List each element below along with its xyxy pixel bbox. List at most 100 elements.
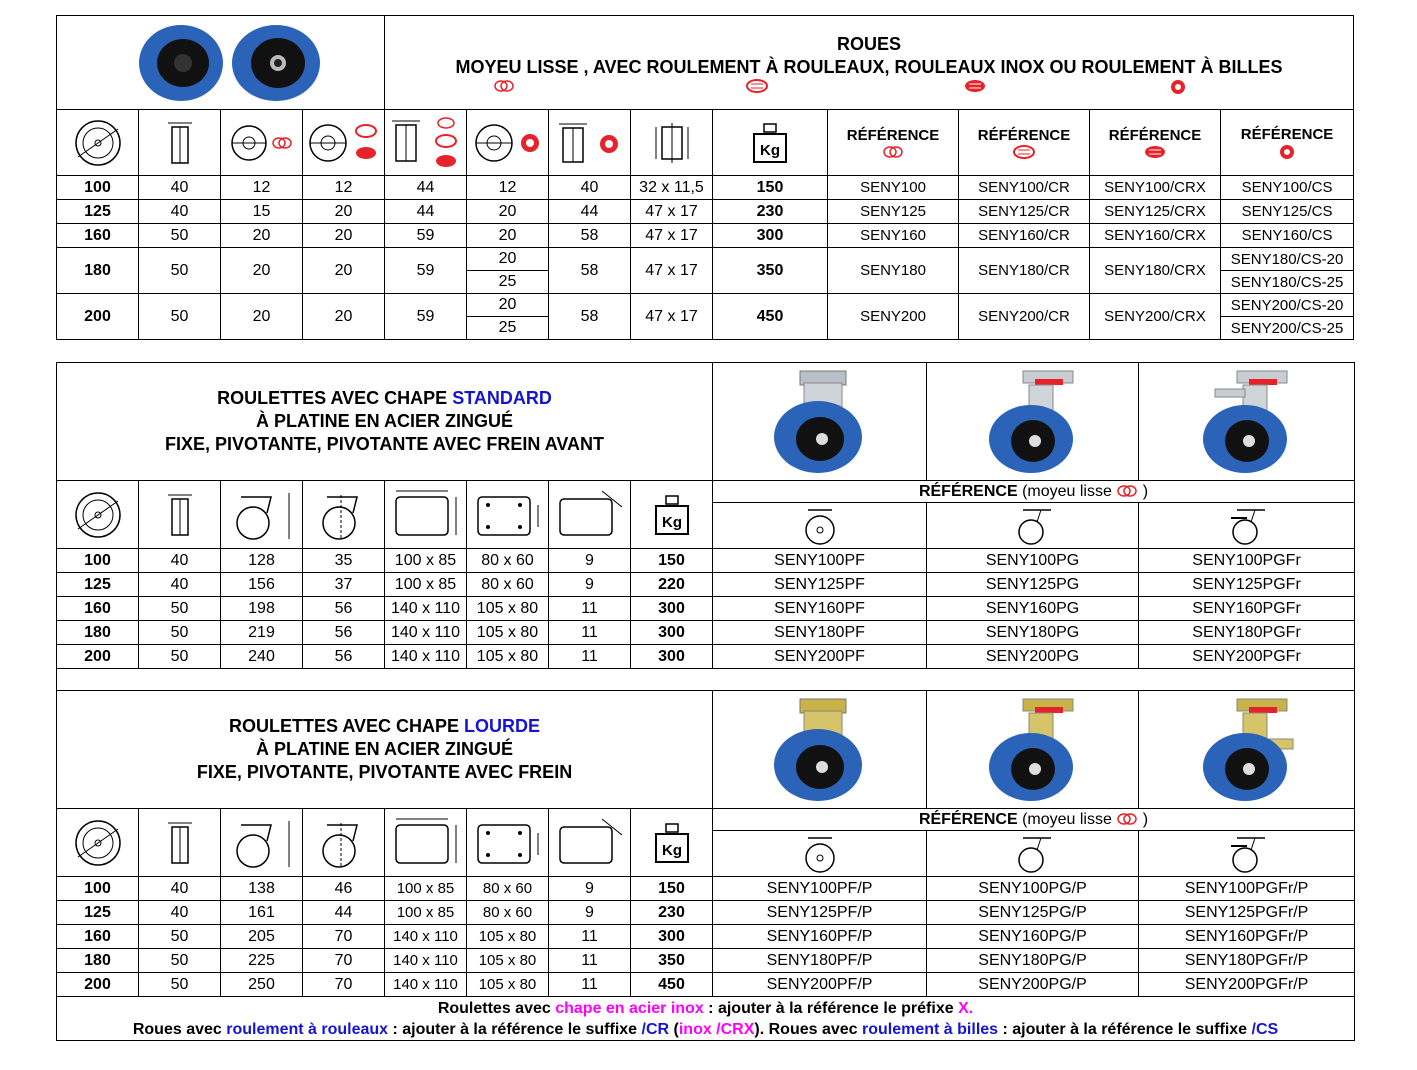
cell-reference: SENY180PG [926,620,1140,645]
hole-spacing-header [466,808,549,877]
cell-reference: SENY160PGFr/P [1138,924,1356,949]
svg-text:Kg: Kg [760,142,780,159]
cell: 105 x 80 [466,620,549,645]
cell: 140 x 110 [384,972,467,997]
cell: 47 x 17 [630,199,713,224]
cell-load: 150 [629,876,714,901]
cell-reference: SENY200/CRX [1089,293,1221,340]
castor-fixed-icon [804,836,835,873]
cell: 100 x 85 [384,900,467,925]
offset-header [302,480,385,549]
cell-diameter: 200 [56,644,139,669]
standard-title: ROULETTES AVEC CHAPE STANDARD À PLATINE … [55,362,714,481]
kg-header: Kg [629,808,714,877]
wheel-width-icon [167,494,192,536]
cell: 32 x 11,5 [630,175,713,200]
plain-hub-icon [883,146,903,158]
bore-header [220,109,303,176]
cell-load: 220 [629,572,714,597]
roller-bearing-icon [745,78,769,93]
cell-reference: SENY125PGFr/P [1138,900,1356,925]
cell: 105 x 80 [466,596,549,621]
castor-fixed-icon [804,508,835,545]
cell-reference: SENY180/CS-25 [1219,270,1355,294]
cell-reference: SENY160/CS [1219,223,1355,248]
castor-swivel-icon [988,698,1074,801]
cell: 161 [220,900,303,925]
cell-reference: SENY180 [827,247,959,294]
photo-castor-fixed [712,362,928,481]
cell: 58 [548,223,631,248]
cell: 11 [548,644,631,669]
cell-reference: SENY125PF [712,572,928,597]
cell: 50 [138,596,221,621]
wheel-width-icon [167,122,192,164]
cell: 40 [138,199,221,224]
cell-diameter: 160 [56,924,139,949]
cell: 225 [220,948,303,973]
section-spacer [55,668,1356,691]
cell: 20 [302,199,385,224]
reference-header: RÉFÉRENCE (moyeu lisse ) [712,480,1356,503]
cell-reference: SENY160PG [926,596,1140,621]
bolt-hole-icon [558,490,622,536]
cell-reference: SENY100PGFr/P [1138,876,1356,901]
castor-swivel-icon [1017,508,1051,545]
plain-hub-icon [1117,485,1138,498]
wheel-photo-icon [138,24,320,101]
cell: 240 [220,644,303,669]
cell: 20 [466,247,549,271]
cell: 40 [548,175,631,200]
cell: 12 [302,175,385,200]
wheel-diameter-icon [74,491,121,538]
cell: 58 [548,293,631,340]
cell: 11 [548,620,631,645]
cell: 70 [302,924,385,949]
svg-text:Kg: Kg [662,842,682,859]
cell: 59 [384,223,467,248]
cell: 37 [302,572,385,597]
cell: 58 [548,247,631,294]
cell-reference: SENY160/CR [958,223,1090,248]
cell-load: 450 [712,293,828,340]
cell: 20 [302,247,385,294]
plain-hub-icon [1117,813,1138,826]
cell-load: 350 [712,247,828,294]
cell-reference: SENY180/CR [958,247,1090,294]
cell: 100 x 85 [384,548,467,573]
cell-load: 350 [629,948,714,973]
cell-load: 300 [629,620,714,645]
cell: 9 [548,876,631,901]
cell-diameter: 125 [56,900,139,925]
cell-reference: SENY125PF/P [712,900,928,925]
cell: 50 [138,620,221,645]
wheel-photos-cell [56,15,385,110]
width-header [138,808,221,877]
kg-header: Kg [629,480,714,549]
footer-line-1: Roulettes avec chape en acier inox : ajo… [437,999,974,1017]
cell: 44 [384,199,467,224]
cell: 35 [302,548,385,573]
cell: 11 [548,948,631,973]
bore-roller-header [302,109,385,176]
cell: 105 x 80 [466,924,549,949]
wheel-diameter-icon [74,119,121,166]
hub-length-icon [391,116,457,167]
cell-reference: SENY200PF [712,644,928,669]
cell-reference: SENY160PG/P [926,924,1140,949]
cell-load: 150 [712,175,828,200]
cell-diameter: 200 [56,972,139,997]
plate-header [384,808,467,877]
cell: 20 [220,223,303,248]
cell: 56 [302,596,385,621]
cell-reference: SENY200PG/P [926,972,1140,997]
cell-reference: SENY125/CS [1219,199,1355,224]
